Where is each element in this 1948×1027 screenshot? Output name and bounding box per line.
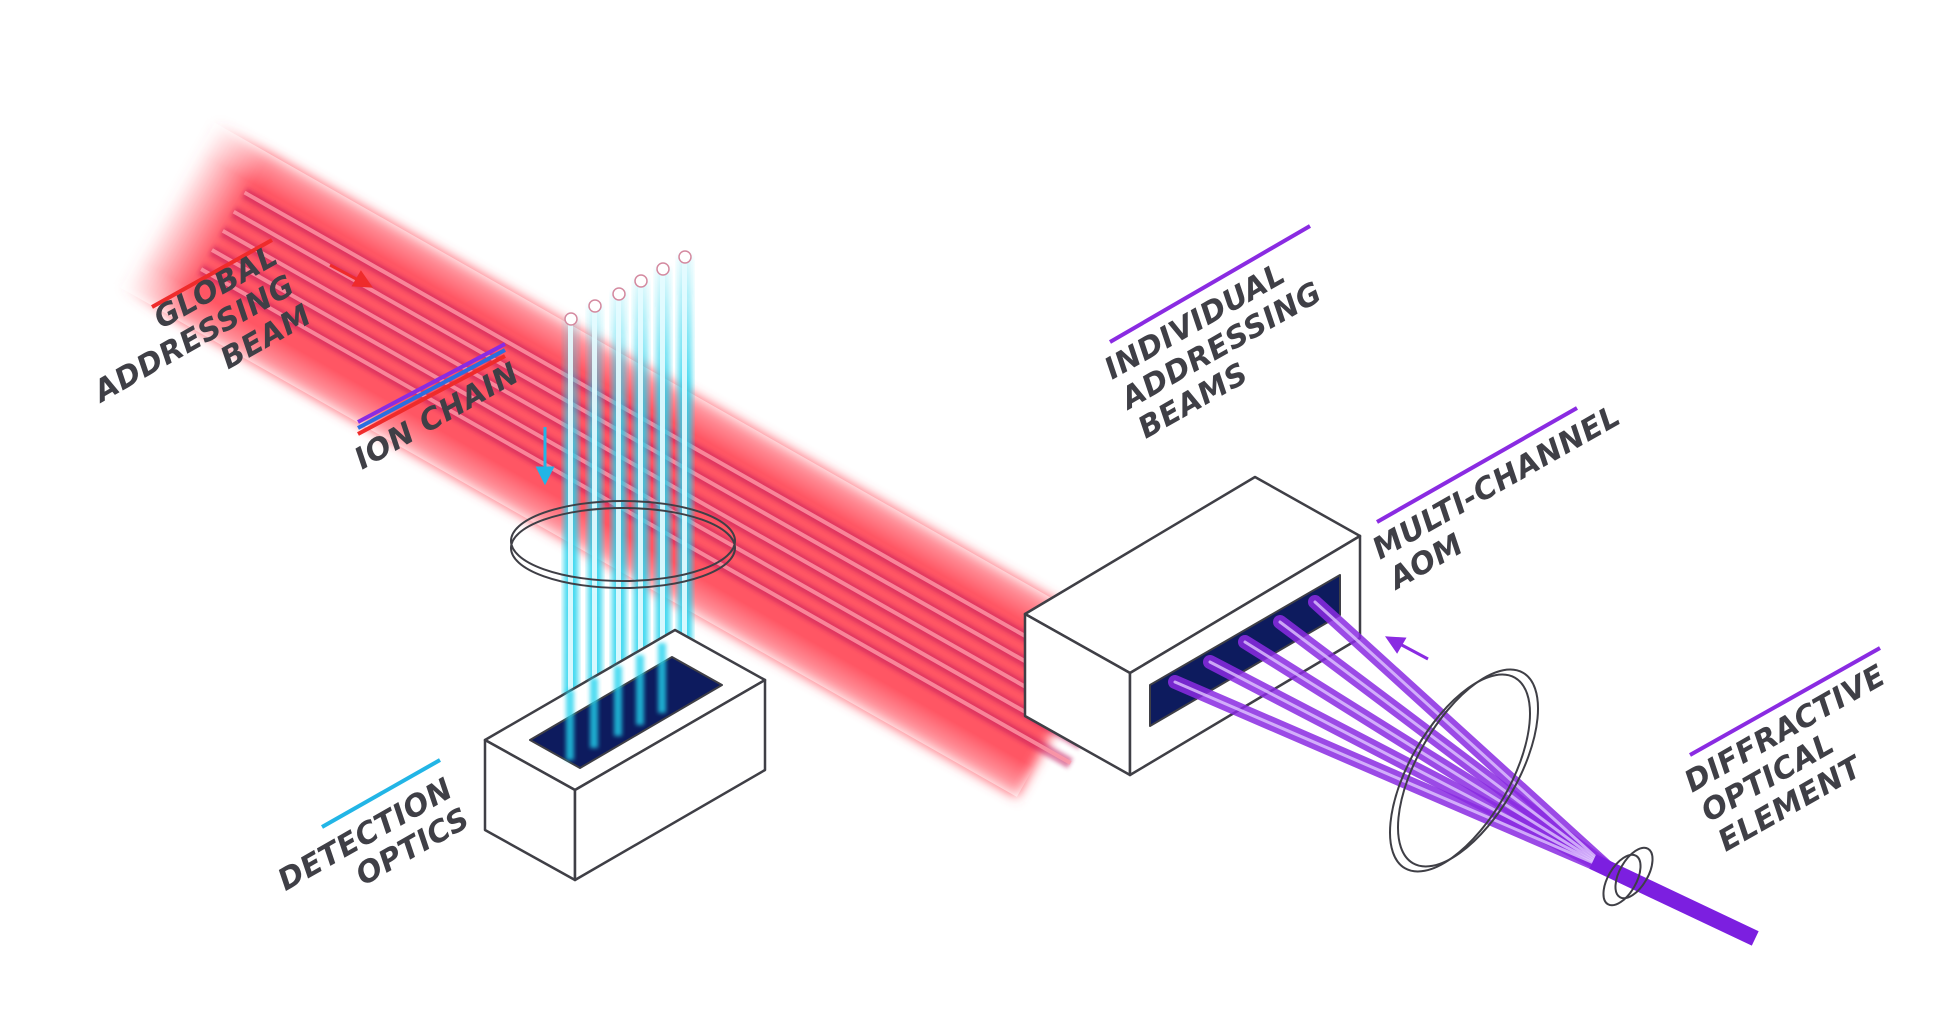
ion-chain [564, 250, 692, 326]
ion [564, 312, 578, 326]
detection-lens [510, 500, 736, 589]
ion [634, 274, 648, 288]
aom-box [1023, 475, 1362, 777]
arrow-icon [1385, 636, 1429, 661]
ion [656, 262, 670, 276]
detection-optics-box [483, 628, 767, 882]
diffractive-optical-element [1602, 846, 1654, 907]
aom-lens [1389, 668, 1539, 873]
aom-label: MULTI-CHANNEL AOM [1367, 399, 1627, 598]
ion [588, 299, 602, 313]
ion [678, 250, 692, 264]
input-beam [1589, 854, 1759, 946]
individual-beams-accent-line [1108, 224, 1312, 344]
global-beam-accent-line [151, 238, 273, 309]
detection-accent-line [321, 758, 441, 829]
arrow-down-icon [535, 427, 555, 486]
arrow-icon [329, 263, 373, 288]
ion-chain-accent-line [357, 342, 506, 436]
detection-label: DETECTION OPTICS [272, 772, 476, 899]
doe-label: DIFFRACTIVE OPTICAL ELEMENT [1679, 658, 1892, 859]
individual-addressing-beams [1168, 595, 1617, 877]
ion [612, 287, 626, 301]
doe-accent-line [1689, 646, 1881, 757]
detector-sensor [529, 656, 723, 769]
label-line: MULTI-CHANNEL [1367, 399, 1627, 567]
aom-accent-line [1376, 406, 1578, 524]
detector-light-spots [566, 643, 666, 760]
